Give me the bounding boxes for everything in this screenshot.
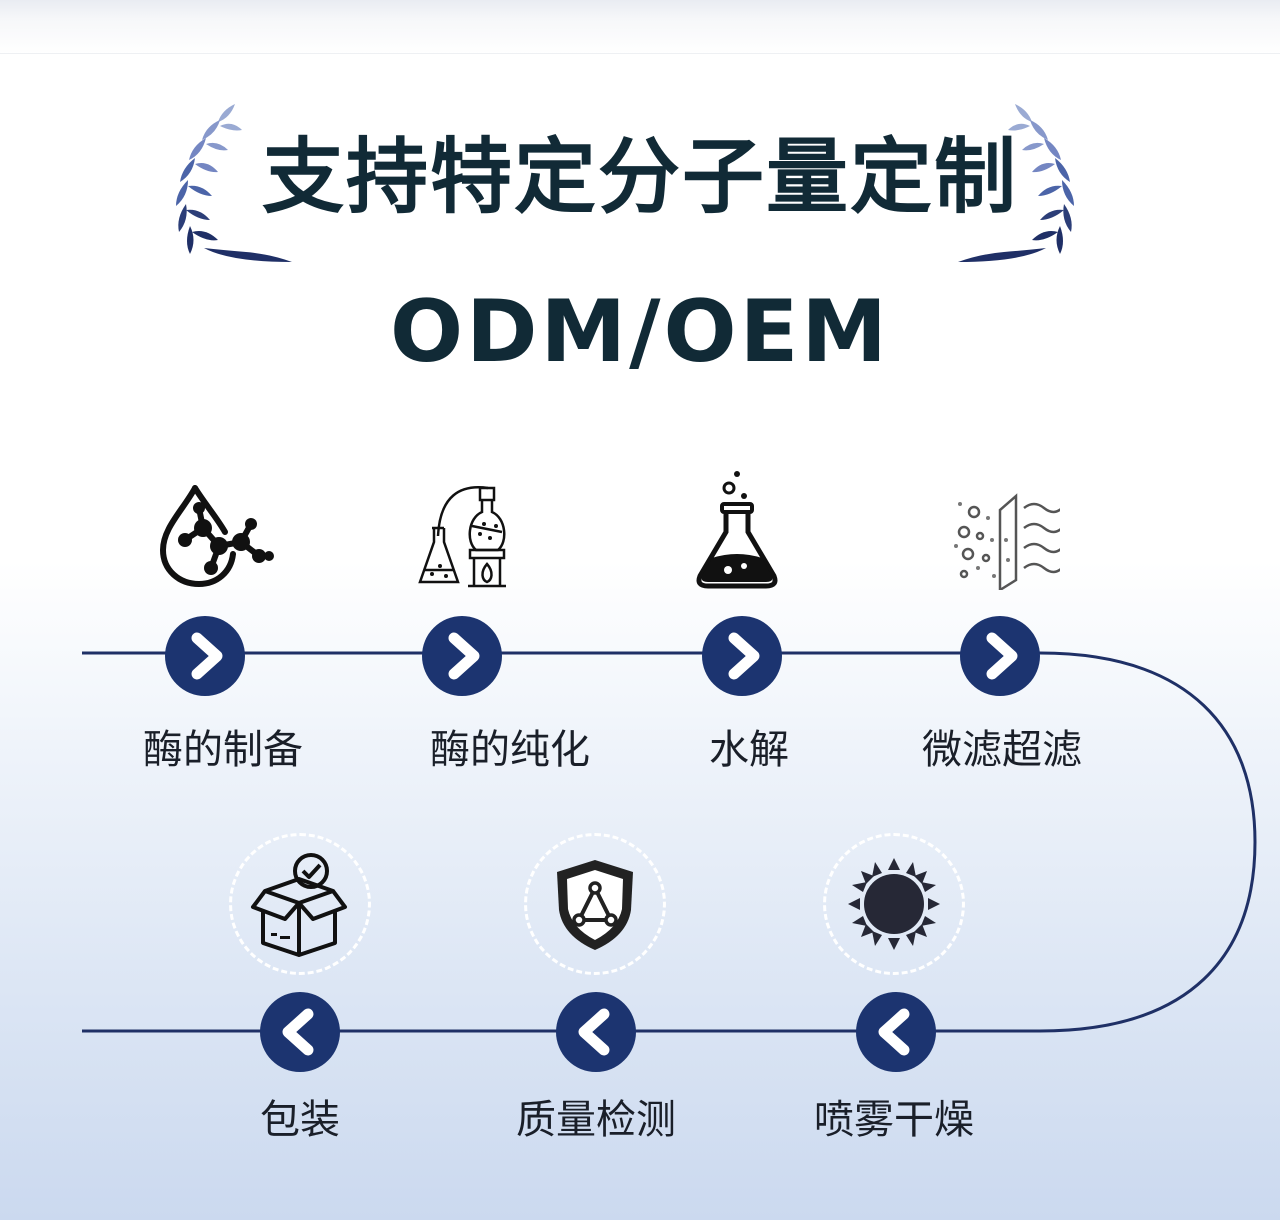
step-1-label: 酶的制备 [143,727,303,773]
top-bar [0,0,1280,54]
step-6-icon-box [530,839,660,969]
chevron-left-icon [878,1008,910,1056]
step-6-label: 质量检测 [516,1097,676,1143]
chevron-right-icon [448,632,480,680]
laurel-left-icon [176,104,292,262]
lab-flasks-icon [418,485,506,587]
step-5-label: 包装 [260,1097,340,1143]
step-3-label: 水解 [709,727,789,773]
laurel-right-icon [958,104,1074,262]
enzyme-molecule-icon [159,485,274,588]
step-6-node [556,992,636,1072]
step-4-label: 微滤超滤 [922,727,1082,773]
step-5-icon-ring [229,833,371,975]
step-7-icon-box [829,839,959,969]
erlenmeyer-flask-icon [696,470,778,588]
step-5-node [260,992,340,1072]
package-box-icon [251,853,347,957]
step-5-icon-box [235,839,365,969]
step-7-label: 喷雾干燥 [814,1097,974,1143]
chevron-left-icon [578,1008,610,1056]
step-2-icon-box [400,468,530,598]
page-subtitle: ODM/OEM [390,282,890,382]
step-1-node [165,616,245,696]
top-divider [0,53,1280,54]
chevron-right-icon [191,632,223,680]
chevron-right-icon [986,632,1018,680]
step-4-node [960,616,1040,696]
chevron-right-icon [728,632,760,680]
step-7-icon-ring [823,833,965,975]
filter-membrane-icon [954,493,1060,590]
quality-shield-icon [557,860,633,950]
step-6-icon-ring [524,833,666,975]
step-7-node [856,992,936,1072]
step-3-node [702,616,782,696]
step-1-icon-box [150,470,280,600]
step-4-icon-box [940,470,1070,600]
step-3-icon-box [672,465,802,595]
page-title: 支持特定分子量定制 [261,130,1018,225]
step-2-label: 酶的纯化 [430,727,590,773]
sun-icon [848,858,940,950]
chevron-left-icon [282,1008,314,1056]
step-2-node [422,616,502,696]
